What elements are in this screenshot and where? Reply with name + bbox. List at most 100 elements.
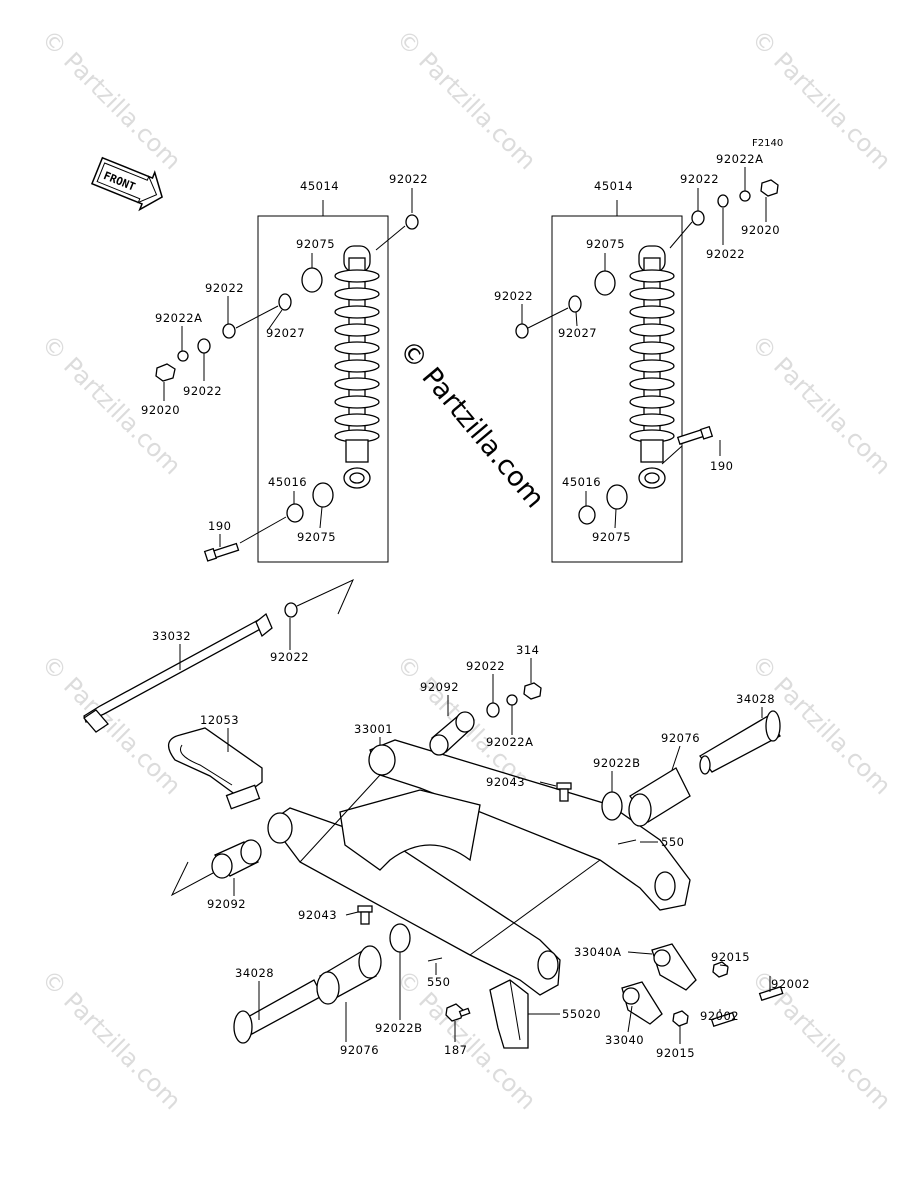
bushing-92075 (312, 482, 334, 508)
label: 92022A (716, 152, 763, 166)
bracket-55020 (489, 979, 529, 1049)
label: 12053 (200, 713, 239, 727)
label: 92092 (207, 897, 246, 911)
washer-92022 (284, 602, 298, 618)
bushing-92075 (606, 484, 628, 510)
swingarm-frame-33001 (267, 739, 691, 996)
label: 92022 (205, 281, 244, 295)
right-shock-absorber (629, 245, 675, 489)
label: 92020 (741, 223, 780, 237)
label: 92092 (420, 680, 459, 694)
washer-92022 (717, 194, 729, 208)
watermark: © Partzilla.com (746, 329, 897, 480)
label: 92022 (270, 650, 309, 664)
label: 92020 (141, 403, 180, 417)
collar-45016 (578, 505, 596, 525)
swingarm-assembly (83, 578, 784, 1049)
lockwasher-92022A (739, 190, 751, 202)
bushing-92092-upper (429, 711, 475, 756)
label: 45016 (562, 475, 601, 489)
label: 34028 (736, 692, 775, 706)
grease-nipple-92043 (556, 782, 572, 802)
chain-adjuster-33040 (621, 981, 663, 1025)
label: 92015 (656, 1046, 695, 1060)
washer-92022 (515, 323, 529, 339)
bushing-92075 (301, 267, 323, 293)
label: 92075 (296, 237, 335, 251)
right-shock-assembly (515, 179, 779, 563)
label: 314 (516, 643, 539, 657)
label: 92075 (586, 237, 625, 251)
label: 33040 (605, 1033, 644, 1047)
label: 92076 (661, 731, 700, 745)
leader-lines (163, 167, 771, 1044)
label: 92022 (183, 384, 222, 398)
pivot-pin-34028-left (233, 979, 323, 1044)
label: 92022A (486, 735, 533, 749)
bolt-92002 (710, 1011, 736, 1028)
label: 92022 (389, 172, 428, 186)
label: 187 (444, 1043, 467, 1057)
label: 92027 (558, 326, 597, 340)
watermark: © Partzilla.com (746, 964, 897, 1115)
nut-92015 (672, 1010, 689, 1027)
cotter-pin-550 (427, 957, 443, 962)
label: 550 (427, 975, 450, 989)
label: 92022 (494, 289, 533, 303)
nut-92015 (712, 961, 729, 978)
lockwasher-92022A (177, 350, 189, 362)
lockwasher-92022A (506, 694, 518, 706)
left-shock-assembly (155, 200, 419, 563)
bolt-190 (203, 542, 240, 562)
label: 92002 (771, 977, 810, 991)
bushing-92075 (594, 270, 616, 296)
chain-adjuster-33040A (651, 943, 697, 991)
label: 92002 (700, 1009, 739, 1023)
label: 92022 (680, 172, 719, 186)
label: 33001 (354, 722, 393, 736)
collar-92027 (278, 293, 292, 311)
label: 92075 (592, 530, 631, 544)
nut-92020 (155, 363, 176, 382)
watermark-center: © Partzilla.com (393, 335, 551, 515)
label: 45016 (268, 475, 307, 489)
nut-314 (523, 682, 542, 700)
label: 34028 (235, 966, 274, 980)
bolt-187 (445, 1003, 471, 1022)
washer-92022 (197, 338, 211, 354)
label: 190 (208, 519, 231, 533)
label: 45014 (300, 179, 339, 193)
washer-92022 (405, 214, 419, 230)
watermark: © Partzilla.com (391, 24, 542, 175)
watermark: © Partzilla.com (36, 24, 187, 175)
dust-seal-92076-left (316, 945, 382, 1005)
label: 92022B (593, 756, 640, 770)
label: 92043 (298, 908, 337, 922)
label: 33032 (152, 629, 191, 643)
bolt-190 (676, 425, 714, 445)
label: 92027 (266, 326, 305, 340)
chain-guide-12053 (168, 727, 263, 810)
pivot-pin-34028-right (699, 710, 781, 775)
label: 550 (661, 835, 684, 849)
label: 92075 (297, 530, 336, 544)
label: 55020 (562, 1007, 601, 1021)
label: 33040A (574, 945, 621, 959)
nut-92020 (760, 179, 779, 197)
label: 92022B (375, 1021, 422, 1035)
label: 92076 (340, 1043, 379, 1057)
watermark: © Partzilla.com (746, 24, 897, 175)
part-labels: 45014 92022 92075 92022 92022A 92027 920… (141, 152, 810, 1060)
washer-92022 (486, 702, 500, 718)
watermark: © Partzilla.com (36, 964, 187, 1115)
label: 92022A (155, 311, 202, 325)
washer-92022 (691, 210, 705, 226)
label: 45014 (594, 179, 633, 193)
label: 92015 (711, 950, 750, 964)
label: 190 (710, 459, 733, 473)
washer-92022 (222, 323, 236, 339)
washer-92022B (389, 923, 411, 953)
washer-92022B (601, 791, 623, 821)
